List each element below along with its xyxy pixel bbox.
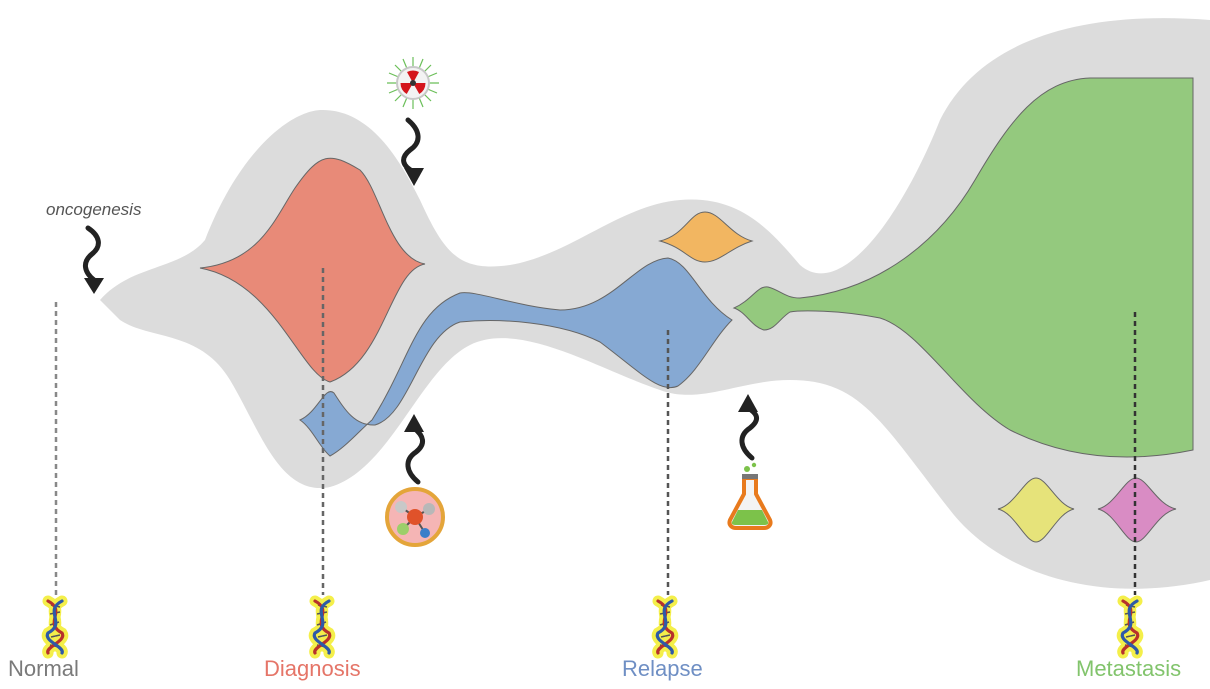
flask-icon [727, 462, 773, 530]
green-clone [732, 77, 1194, 458]
molecule-icon [385, 487, 445, 547]
chemotherapy-arrow [404, 414, 425, 485]
dna-icon [657, 601, 672, 653]
dna-icon [47, 601, 62, 653]
radiation-arrow [401, 117, 424, 186]
dna-icon [1122, 601, 1137, 653]
oncogenesis-arrow [83, 225, 104, 294]
pink-clone [1097, 477, 1177, 543]
targeted-drug-arrow [738, 394, 759, 461]
blue-clone [298, 257, 733, 457]
normal-stage-label: Normal [8, 656, 79, 681]
red-clone [199, 157, 426, 383]
metastasis-stage-label: Metastasis [1076, 656, 1182, 681]
radiation-icon [387, 57, 439, 109]
dna-icon [314, 601, 329, 653]
relapse-stage-label: Relapse [622, 656, 703, 681]
orange-clone [658, 211, 754, 263]
yellow-clone [997, 477, 1075, 543]
oncogenesis-label: oncogenesis [46, 200, 142, 219]
diagnosis-stage-label: Diagnosis [264, 656, 361, 681]
